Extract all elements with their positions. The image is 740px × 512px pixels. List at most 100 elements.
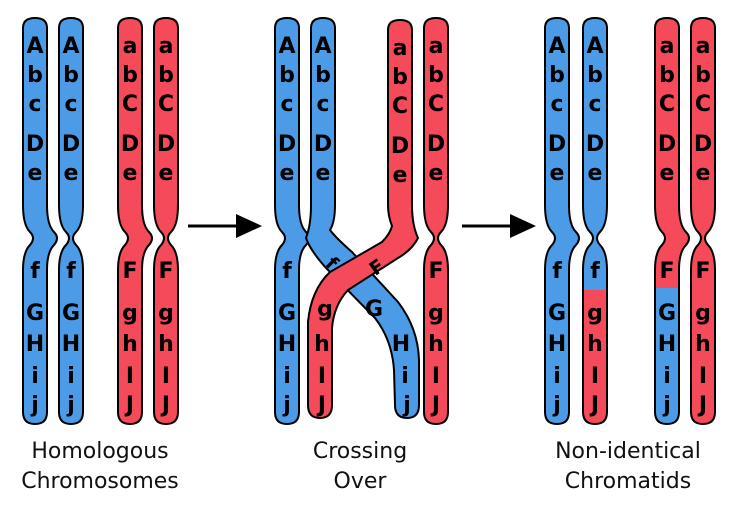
- gene-label: H: [392, 332, 410, 357]
- chromatid-red-2: [153, 16, 179, 426]
- gene-label: j: [662, 393, 671, 418]
- gene-label: h: [428, 332, 444, 357]
- gene-label: D: [121, 132, 139, 157]
- gene-label: G: [365, 297, 383, 322]
- gene-label: D: [586, 132, 604, 157]
- gene-label: j: [30, 393, 39, 418]
- gene-label: a: [696, 34, 711, 59]
- gene-label: i: [31, 364, 39, 389]
- gene-label: f: [590, 259, 600, 284]
- gene-label: A: [314, 34, 331, 59]
- gene-label: G: [278, 301, 296, 326]
- chromatid-red-outer: [423, 16, 449, 426]
- chromatid-red: [690, 16, 716, 426]
- gene-label: i: [553, 364, 561, 389]
- gene-label: i: [67, 364, 75, 389]
- gene-label: I: [591, 364, 599, 389]
- caption-line-1: Homologous: [31, 439, 168, 464]
- chromatid-blue-1: [22, 16, 58, 426]
- gene-label: b: [549, 63, 565, 88]
- gene-label: c: [316, 92, 329, 117]
- gene-label: h: [158, 332, 174, 357]
- gene-label: b: [158, 63, 174, 88]
- gene-label: I: [162, 364, 170, 389]
- gene-label: C: [122, 92, 138, 117]
- gene-label: C: [158, 92, 174, 117]
- gene-label: H: [62, 332, 80, 357]
- gene-label: b: [695, 63, 711, 88]
- gene-label: g: [158, 301, 174, 326]
- gene-label: e: [660, 161, 675, 186]
- chromatid-red-1: [117, 16, 153, 426]
- stage-homologous: AbcDefGHijAbcDefGHijabCDeFghIJabCDeFghIJ…: [21, 16, 179, 494]
- gene-label: J: [316, 393, 326, 418]
- gene-label: A: [548, 34, 565, 59]
- gene-label: H: [658, 332, 676, 357]
- gene-label: j: [66, 393, 75, 418]
- gene-label: g: [587, 301, 603, 326]
- chromatid-blue-outer: [274, 16, 310, 426]
- gene-label: I: [126, 364, 134, 389]
- gene-label: h: [695, 332, 711, 357]
- caption-line-2: Chromosomes: [21, 469, 179, 494]
- gene-label: f: [552, 259, 562, 284]
- gene-label: g: [695, 301, 711, 326]
- gene-label: e: [159, 161, 174, 186]
- gene-label: b: [122, 63, 138, 88]
- gene-label: J: [124, 393, 134, 418]
- gene-label: D: [278, 132, 296, 157]
- gene-label: C: [392, 94, 408, 119]
- gene-label: i: [283, 364, 291, 389]
- gene-label: a: [393, 36, 408, 61]
- caption-line-1: Non-identical: [555, 439, 701, 464]
- gene-label: c: [28, 92, 41, 117]
- gene-label: J: [430, 393, 440, 418]
- gene-label: a: [429, 34, 444, 59]
- gene-label: H: [26, 332, 44, 357]
- gene-label: h: [122, 332, 138, 357]
- gene-label: C: [659, 92, 675, 117]
- gene-label: G: [548, 301, 566, 326]
- gene-label: J: [589, 393, 599, 418]
- gene-label: e: [28, 161, 43, 186]
- gene-label: b: [392, 65, 408, 90]
- gene-label: I: [318, 364, 326, 389]
- gene-label: D: [548, 132, 566, 157]
- gene-label: D: [157, 132, 175, 157]
- gene-label: D: [314, 132, 332, 157]
- gene-label: f: [30, 259, 40, 284]
- caption-line-1: Crossing: [313, 439, 407, 464]
- gene-label: b: [428, 63, 444, 88]
- gene-label: A: [62, 34, 79, 59]
- gene-label: H: [278, 332, 296, 357]
- gene-label: h: [587, 332, 603, 357]
- gene-label: g: [122, 301, 138, 326]
- gene-label: g: [317, 297, 333, 322]
- gene-label: A: [26, 34, 43, 59]
- gene-label: g: [428, 301, 444, 326]
- gene-label: G: [62, 301, 80, 326]
- gene-label: e: [316, 161, 331, 186]
- gene-label: D: [26, 132, 44, 157]
- gene-label: b: [63, 63, 79, 88]
- chromatid-blue-crossing: [304, 16, 420, 420]
- gene-label: c: [280, 92, 293, 117]
- caption-line-2: Over: [334, 469, 388, 494]
- stage-non-identical: AbcDefGHijAbcDefghIJabCDeFGHijabCDeFghIJ…: [544, 16, 716, 494]
- gene-label: c: [588, 92, 601, 117]
- gene-label: f: [282, 259, 292, 284]
- gene-label: c: [64, 92, 77, 117]
- gene-label: i: [401, 364, 409, 389]
- caption-line-2: Chromatids: [565, 469, 691, 494]
- gene-label: A: [278, 34, 295, 59]
- gene-label: F: [659, 259, 674, 284]
- chromatid-blue-2: [58, 16, 84, 426]
- gene-label: e: [550, 161, 565, 186]
- gene-label: D: [62, 132, 80, 157]
- arrow-right-icon: [462, 214, 536, 238]
- gene-label: b: [315, 63, 331, 88]
- gene-label: J: [160, 393, 170, 418]
- gene-label: F: [158, 259, 173, 284]
- gene-label: a: [660, 34, 675, 59]
